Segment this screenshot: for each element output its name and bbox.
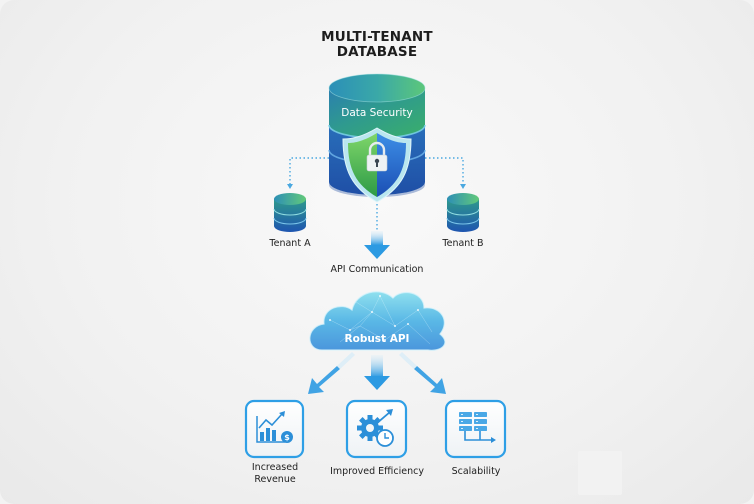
benefit-label-revenue-line-2: Revenue (254, 474, 296, 485)
svg-text:$: $ (284, 433, 290, 442)
arrow-to-efficiency-icon (364, 355, 390, 390)
shield-lock-icon (342, 127, 412, 203)
tenant-b-database-icon (446, 193, 480, 232)
diagram-title: MULTI-TENANT DATABASE (0, 30, 754, 60)
benefit-label-efficiency: Improved Efficiency (330, 466, 424, 477)
arrow-to-revenue-icon (308, 352, 355, 394)
server-rack-icon (459, 412, 496, 443)
benefit-label-revenue-line-1: Increased (251, 462, 299, 473)
connector-tenant-a-arrowhead (287, 184, 293, 189)
connector-tenant-b-arrowhead (460, 184, 466, 189)
arrow-to-scalability-icon (399, 352, 446, 394)
benefit-box-efficiency (345, 399, 408, 459)
title-line-1: MULTI-TENANT (321, 29, 433, 45)
connector-tenant-a (289, 157, 333, 186)
benefit-box-scalability (444, 399, 507, 459)
benefit-label-scalability: Scalability (451, 466, 501, 477)
connector-tenant-b (421, 157, 464, 186)
title-line-2: DATABASE (336, 44, 418, 60)
cloud-icon (309, 291, 446, 351)
faint-placeholder-square (578, 451, 622, 495)
api-communication-label: API Communication (330, 264, 424, 275)
cloud-label: Robust API (345, 333, 410, 345)
api-arrow-down-icon (364, 231, 390, 259)
tenant-b-label: Tenant B (442, 238, 484, 249)
benefit-box-revenue: $ (244, 399, 305, 459)
benefit-label-revenue: Increased Revenue (244, 462, 306, 486)
central-database-label: Data Security (341, 107, 413, 119)
tenant-a-label: Tenant A (269, 238, 311, 249)
tenant-a-database-icon (273, 193, 307, 232)
gear-clock-icon (357, 409, 394, 447)
revenue-chart-icon: $ (256, 411, 293, 443)
